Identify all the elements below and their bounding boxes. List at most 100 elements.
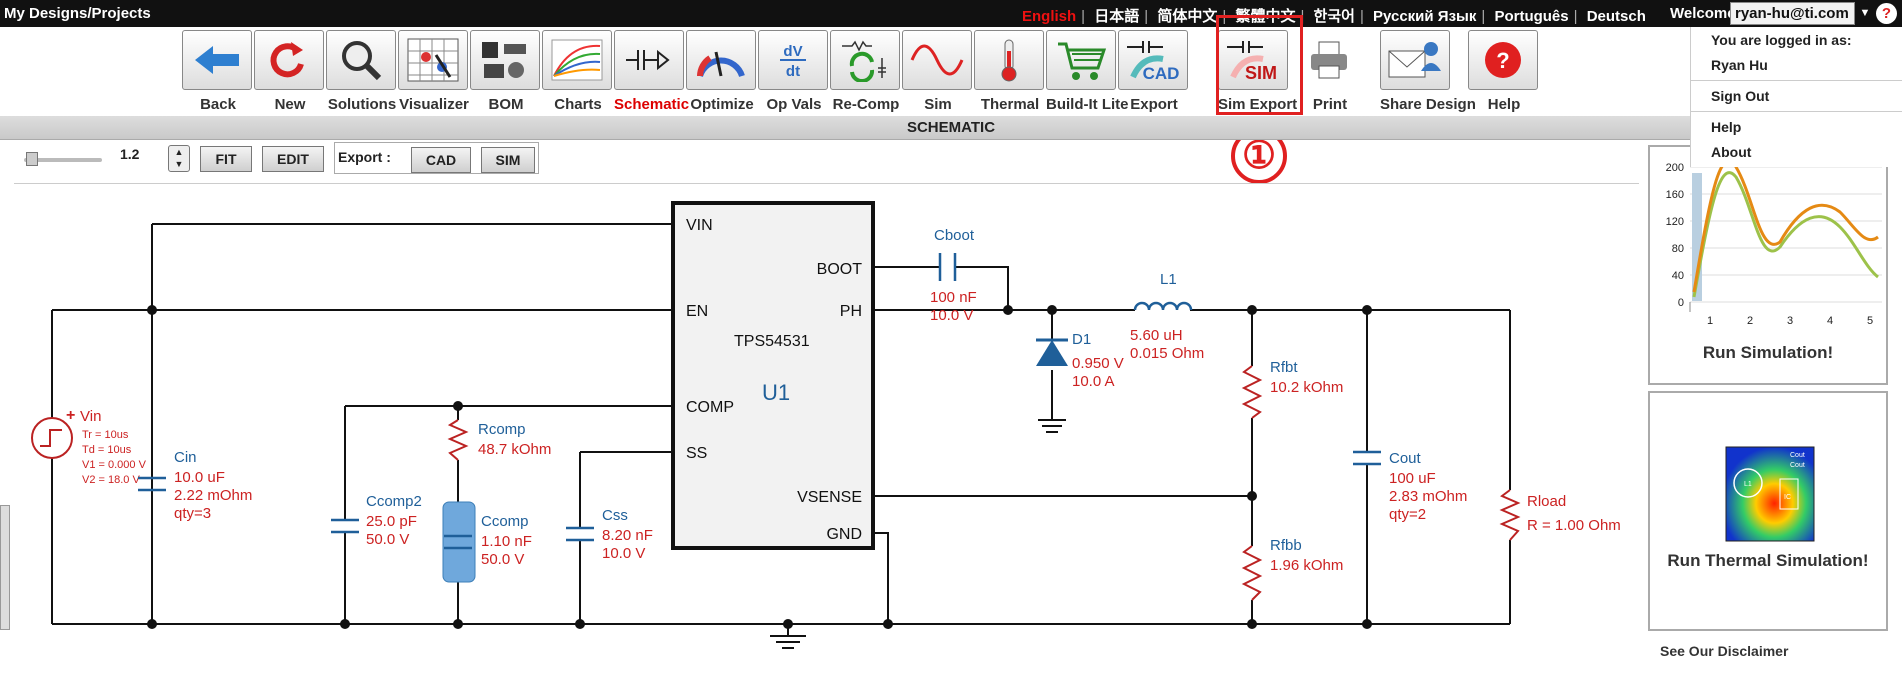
export-group: Export : CAD SIM	[334, 142, 539, 174]
css-ref: Css	[602, 507, 628, 524]
run-simulation-link[interactable]: Run Simulation!	[1702, 343, 1834, 362]
solutions-button[interactable]: Solutions	[326, 30, 398, 113]
lang-korean[interactable]: 한국어	[1313, 8, 1355, 25]
lang-portuguese[interactable]: Português	[1494, 8, 1569, 25]
lang-english[interactable]: English	[1022, 8, 1077, 25]
rcomp-resistor[interactable]	[447, 419, 469, 461]
l1-inductor[interactable]	[1133, 301, 1193, 311]
l1-value: 5.60 uH	[1130, 327, 1183, 344]
side-panel-toggle[interactable]	[0, 505, 10, 630]
css-voltage: 10.0 V	[602, 545, 645, 562]
disclaimer-link[interactable]: See Our Disclaimer	[1660, 643, 1789, 659]
thumb-label: L1	[1744, 481, 1752, 488]
ccomp-value: 1.10 nF	[481, 533, 532, 550]
rload-resistor[interactable]	[1499, 489, 1521, 541]
print-button[interactable]: Print	[1294, 30, 1366, 113]
schematic-canvas: VIN BOOT EN PH COMP SS VSENSE GND TPS545…	[31, 201, 1621, 649]
new-button[interactable]: New	[254, 30, 326, 113]
help-item[interactable]: Help	[1711, 119, 1742, 135]
back-arrow-icon	[195, 46, 239, 74]
y-tick: 40	[1672, 270, 1684, 282]
sim-export-icon: SIM	[1227, 41, 1277, 83]
sim-button[interactable]: Sim	[902, 30, 974, 113]
svg-text:SIM: SIM	[1245, 63, 1277, 83]
zoom-slider-handle[interactable]	[26, 152, 38, 166]
thermal-button[interactable]: Thermal	[974, 30, 1046, 113]
schematic-button[interactable]: Schematic	[614, 30, 689, 113]
cin-value: 10.0 uF	[174, 469, 225, 486]
charts-button[interactable]: Charts	[542, 30, 614, 113]
zoom-slider-track[interactable]	[24, 158, 102, 162]
run-thermal-simulation-link[interactable]: Run Thermal Simulation!	[1667, 551, 1869, 570]
fit-button[interactable]: FIT	[200, 146, 252, 172]
x-tick: 2	[1747, 315, 1753, 327]
my-designs-link[interactable]: My Designs/Projects	[4, 5, 151, 22]
cout-esr: 2.83 mOhm	[1389, 488, 1467, 505]
welcome-label: Welcome	[1670, 5, 1736, 22]
bom-button[interactable]: BOM	[470, 30, 542, 113]
rfbb-resistor[interactable]	[1241, 545, 1263, 601]
thermometer-icon	[1001, 39, 1017, 82]
back-button[interactable]: Back	[182, 30, 254, 113]
vin-source[interactable]	[31, 417, 73, 459]
rfbt-resistor[interactable]	[1241, 365, 1263, 419]
pin-en: EN	[686, 303, 708, 320]
user-name: Ryan Hu	[1711, 57, 1768, 73]
pin-vsense: VSENSE	[797, 489, 862, 506]
visualizer-button[interactable]: Visualizer	[398, 30, 470, 113]
vin-ref: Vin	[80, 408, 101, 425]
export-cad-button[interactable]: CAD	[411, 147, 471, 173]
divider	[14, 183, 1639, 184]
l1-ref: L1	[1160, 271, 1177, 288]
x-tick: 3	[1787, 315, 1793, 327]
l1-dcr: 0.015 Ohm	[1130, 345, 1204, 362]
thermal-panel[interactable]: Cout Cout L1 IC Run Thermal Simulation!	[1648, 391, 1888, 631]
d1-diode[interactable]	[1036, 340, 1068, 366]
lang-japanese[interactable]: 日本語	[1094, 8, 1140, 25]
zoom-stepper[interactable]: ▲▼	[168, 145, 190, 172]
css-value: 8.20 nF	[602, 527, 653, 544]
share-design-button[interactable]: Share Design	[1380, 30, 1476, 113]
help-button[interactable]: ? Help	[1468, 30, 1540, 113]
lang-german[interactable]: Deutsch	[1586, 8, 1646, 25]
export-sim-button[interactable]: SIM	[481, 147, 535, 173]
user-account-select[interactable]: ryan-hu@ti.com	[1730, 2, 1855, 25]
x-tick: 4	[1827, 315, 1833, 327]
rload-ref: Rload	[1527, 493, 1566, 510]
ic-u1[interactable]	[671, 201, 875, 550]
rcomp-value: 48.7 kOhm	[478, 441, 551, 458]
sim-export-button[interactable]: SIM Sim Export	[1218, 30, 1297, 113]
ccomp-voltage: 50.0 V	[481, 551, 524, 568]
edit-button[interactable]: EDIT	[262, 146, 324, 172]
components-icon	[482, 42, 526, 78]
optimize-button[interactable]: Optimize	[686, 30, 758, 113]
magnifier-icon	[342, 41, 382, 81]
pin-boot: BOOT	[817, 261, 863, 278]
rfbt-value: 10.2 kOhm	[1270, 379, 1343, 396]
cin-esr: 2.22 mOhm	[174, 487, 252, 504]
help-icon[interactable]: ?	[1876, 3, 1897, 24]
svg-text:dt: dt	[786, 63, 800, 80]
pin-ph: PH	[840, 303, 862, 320]
cboot-voltage: 10.0 V	[930, 307, 973, 324]
simulation-panel[interactable]: 200 160 120 80 40 0 1 2 3 4 5 Run Simula…	[1648, 145, 1888, 385]
re-comp-button[interactable]: Re-Comp	[830, 30, 902, 113]
about-item[interactable]: About	[1711, 144, 1752, 160]
language-selector: English| 日本語| 简体中文| 繁體中文| 한국어| Русский Я…	[1022, 8, 1646, 25]
pin-comp: COMP	[686, 399, 734, 416]
recomp-icon	[842, 40, 886, 82]
export-button[interactable]: CAD Export	[1118, 30, 1190, 113]
lang-russian[interactable]: Русский Язык	[1373, 8, 1477, 25]
y-tick: 120	[1666, 216, 1684, 228]
rfbb-value: 1.96 kOhm	[1270, 557, 1343, 574]
rfbb-ref: Rfbb	[1270, 537, 1302, 554]
thumb-label: IC	[1784, 494, 1791, 501]
lang-simplified-chinese[interactable]: 简体中文	[1157, 8, 1218, 25]
chevron-down-icon[interactable]: ▼	[1859, 7, 1871, 19]
build-it-lite-button[interactable]: Build-It Lite	[1046, 30, 1129, 113]
sign-out-item[interactable]: Sign Out	[1711, 88, 1770, 104]
ccomp-capacitor-selected[interactable]	[442, 501, 476, 583]
